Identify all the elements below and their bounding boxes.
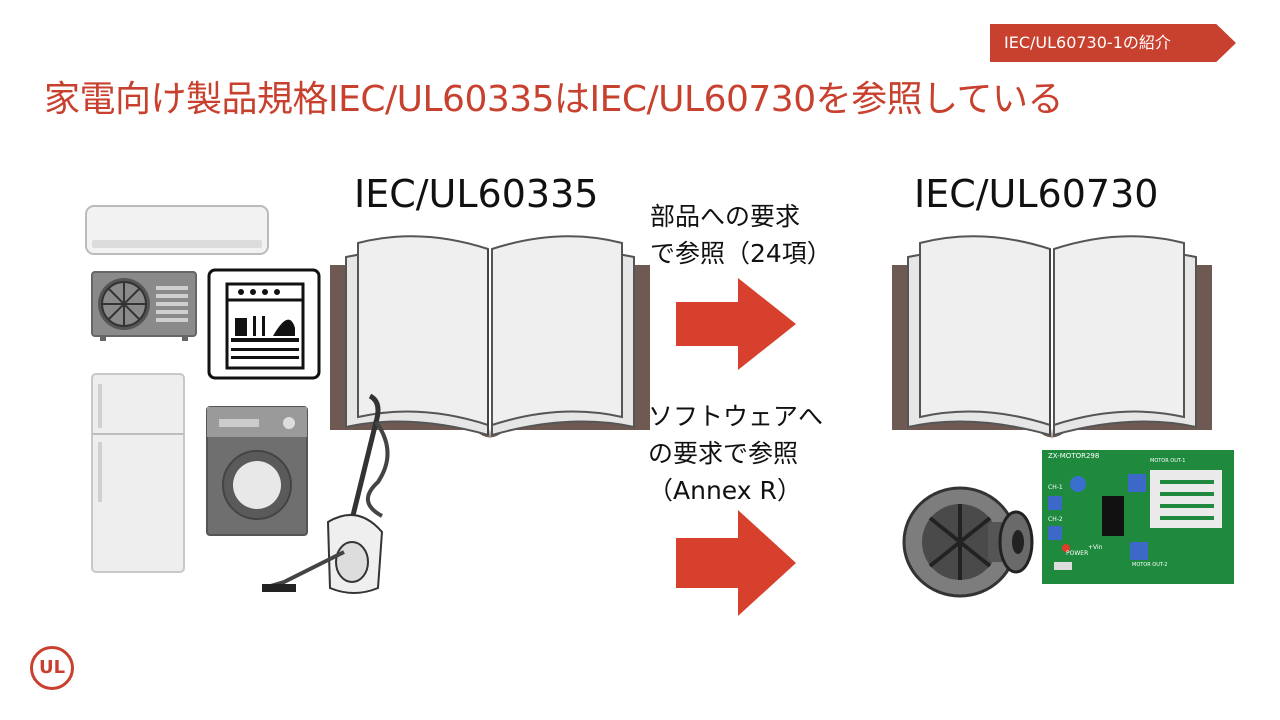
refrigerator-icon (91, 373, 185, 573)
motor-driver-board: ZX-MOTOR298 CH-1 CH-2 POWER +Vin MOTOR O… (1042, 450, 1234, 584)
software-arrow-icon (676, 510, 796, 616)
software-note-line-3: （Annex R） (648, 476, 802, 505)
right-book-icon (892, 235, 1212, 440)
software-note-line-2: の要求で参照 (648, 439, 799, 468)
section-tag: IEC/UL60730-1の紹介 (990, 24, 1236, 62)
outdoor-unit-icon (91, 271, 197, 341)
components-note-line-1: 部品への要求 (650, 202, 801, 231)
board-motor2-label: MOTOR OUT-2 (1132, 562, 1168, 568)
motor-icon (902, 486, 1034, 598)
components-note-line-2: で参照（24項） (650, 239, 832, 268)
washing-machine-icon (206, 406, 308, 536)
software-note: ソフトウェアへ の要求で参照 （Annex R） (648, 398, 823, 509)
board-ch1-label: CH-1 (1048, 484, 1063, 491)
air-conditioner-icon (85, 205, 269, 255)
vacuum-cleaner-icon (262, 393, 390, 594)
ul-logo: UL (30, 646, 74, 690)
board-motor1-label: MOTOR OUT-1 (1150, 458, 1186, 464)
right-standard-label: IEC/UL60730 (914, 172, 1159, 216)
left-book-icon (330, 235, 650, 440)
software-note-line-1: ソフトウェアへ (648, 402, 824, 431)
board-ch2-label: CH-2 (1048, 516, 1063, 523)
circuit-board-icon (1042, 450, 1234, 584)
components-arrow-icon (676, 278, 796, 370)
components-note: 部品への要求 で参照（24項） (650, 198, 832, 272)
board-power-label: POWER (1066, 550, 1089, 557)
dishwasher-icon (207, 268, 321, 380)
page-title: 家電向け製品規格IEC/UL60335はIEC/UL60730を参照している (44, 79, 1064, 120)
board-vin-label: +Vin (1088, 544, 1103, 551)
board-title: ZX-MOTOR298 (1048, 452, 1100, 460)
left-standard-label: IEC/UL60335 (354, 172, 599, 216)
